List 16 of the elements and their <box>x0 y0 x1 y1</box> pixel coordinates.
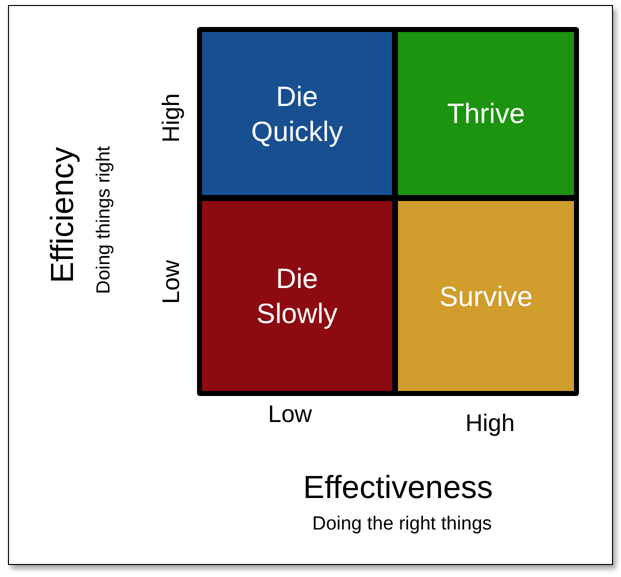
quadrant-label: Die Quickly <box>250 80 344 148</box>
axis-tick-label: High <box>465 412 515 436</box>
quadrant <box>202 32 392 195</box>
axis-title: Efficiency <box>46 146 78 284</box>
axis-subtitle: Doing the right things <box>312 514 492 534</box>
axis-title: Effectiveness <box>303 471 493 503</box>
quadrant <box>398 32 574 195</box>
quadrant <box>398 201 574 391</box>
axis-subtitle: Doing things right <box>94 146 114 294</box>
quadrant-label: Die Slowly <box>256 262 338 331</box>
axis-tick-label: Low <box>160 260 184 304</box>
quadrant-label: Survive <box>439 280 533 314</box>
quadrant <box>202 201 392 391</box>
axis-tick-label: High <box>160 93 184 143</box>
quadrant-label: Thrive <box>447 97 525 131</box>
axis-tick-label: Low <box>268 403 312 427</box>
